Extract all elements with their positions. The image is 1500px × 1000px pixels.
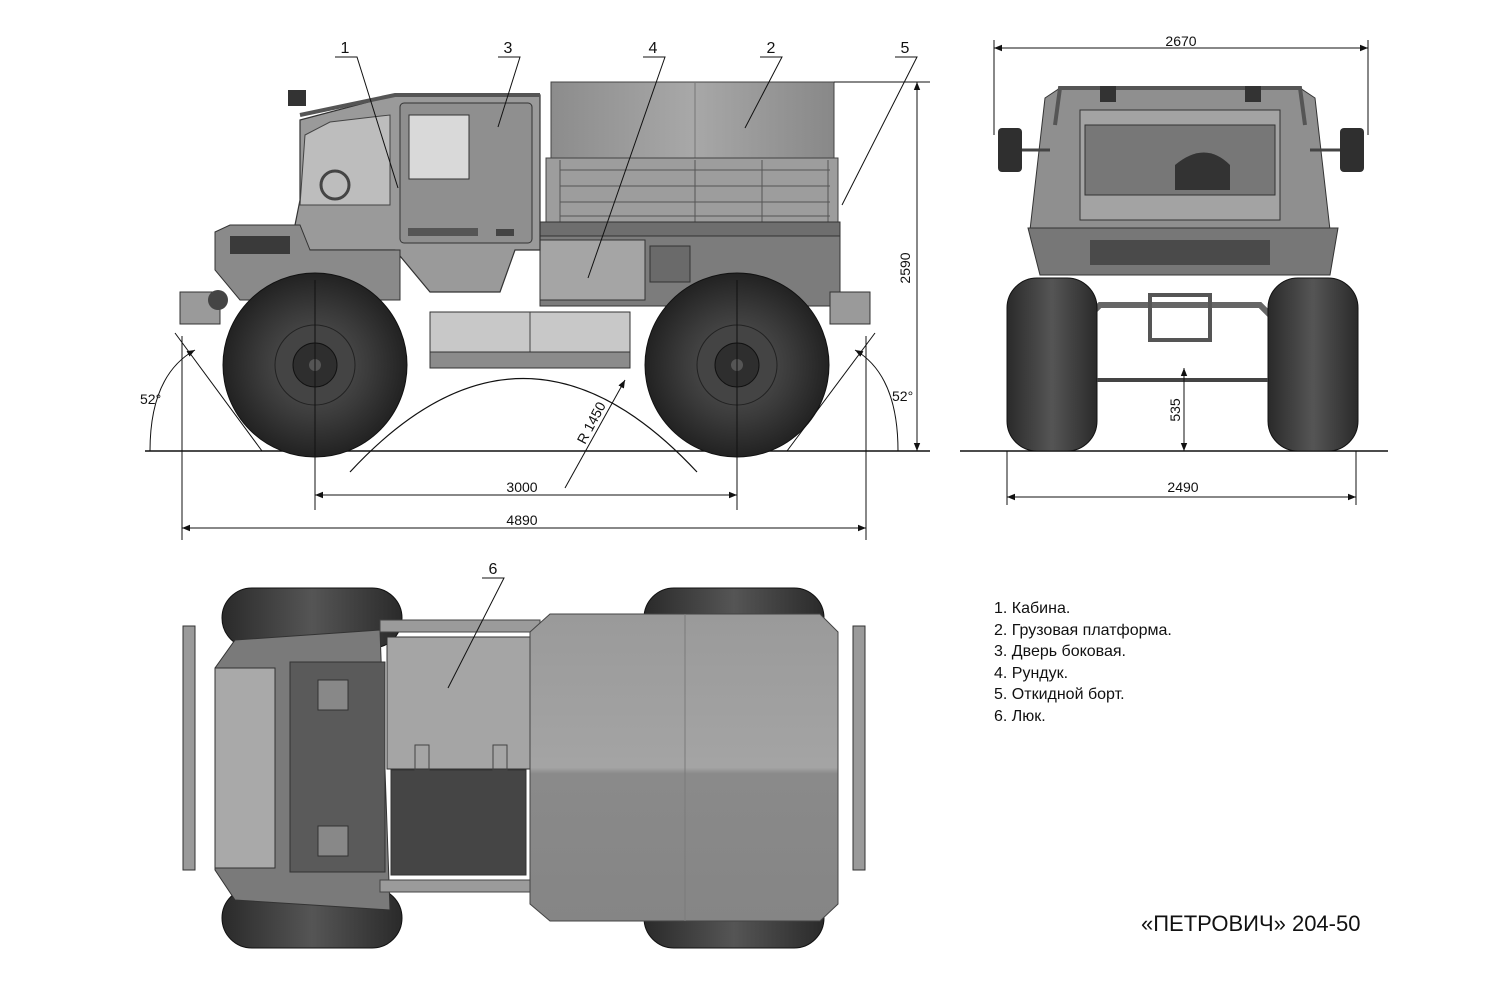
radius-label: R 1450 [574,399,609,447]
front-right-tire [1267,277,1359,452]
legend-item: 5. Откидной борт. [994,686,1125,703]
legend-item: 4. Рундук. [994,664,1069,682]
callout-4: 4 [649,40,658,57]
callout-2: 2 [767,40,776,57]
legend-item: 6. Люк. [994,707,1046,725]
right-mirror [1340,128,1364,172]
departure-angle-label: 52° [892,388,913,404]
hatch-panel [386,636,531,770]
left-mirror [998,128,1022,172]
front-view: 2670 2490 535 [960,33,1388,505]
legend: 1. Кабина. 2. Грузовая платформа. 3. Две… [994,598,1172,727]
top-view: 6 [182,561,866,949]
track-width-label: 2490 [1167,479,1198,495]
top-cargo-cover [529,613,839,922]
callout-3: 3 [504,40,513,57]
legend-item: 2. Грузовая платформа. [994,621,1172,639]
height-label: 2590 [897,252,913,283]
storage-box [539,239,646,301]
legend-item: 3. Дверь боковая. [994,643,1126,660]
callout-6: 6 [489,561,498,578]
cargo-platform [545,157,839,225]
legend-item: 1. Кабина. [994,600,1071,617]
ground-clearance-label: 535 [1167,398,1183,422]
side-view: 1 3 4 2 5 52° 52° 3000 4890 R 1450 2590 [140,40,930,540]
callout-1: 1 [341,40,350,57]
approach-angle-label: 52° [140,391,161,407]
callout-5: 5 [901,40,910,57]
model-title: «ПЕТРОВИЧ» 204-50 [1141,911,1361,936]
cargo-cover [550,81,835,163]
ramp-radius-arc [349,377,698,473]
width-mirrors-label: 2670 [1165,33,1196,49]
length-label: 4890 [506,512,537,528]
front-left-tire [1006,277,1098,452]
wheelbase-label: 3000 [506,479,537,495]
